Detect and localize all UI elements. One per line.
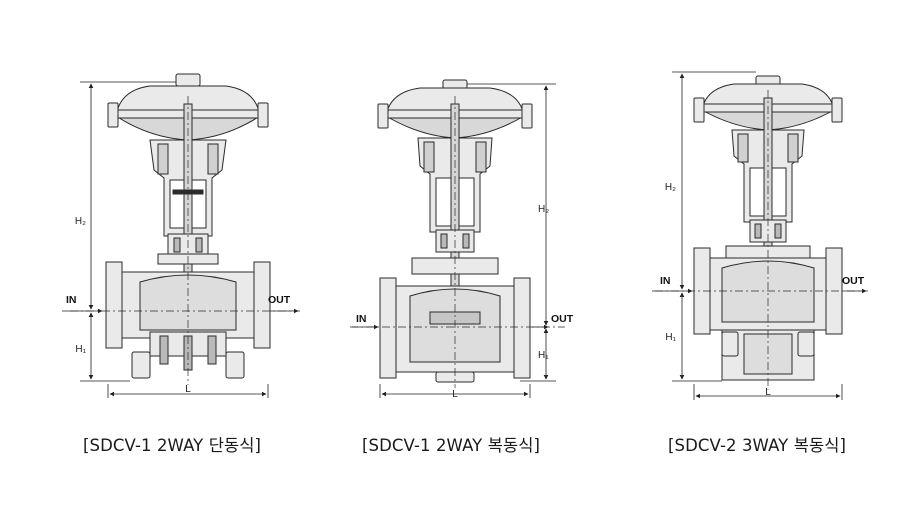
h2-label-2: H₂ [538, 204, 549, 215]
in-label-2: IN [356, 313, 367, 325]
out-label-1: OUT [268, 294, 291, 306]
h2-label-1: H₂ [75, 216, 86, 227]
out-label-3: OUT [842, 275, 865, 287]
in-label-3: IN [660, 275, 671, 287]
valve-drawing-sdcv1-double [350, 79, 565, 388]
h2-label-3: H₂ [665, 182, 676, 193]
dimension-lines-sdcv2-3way [652, 71, 867, 400]
l-label-2: L [452, 389, 458, 400]
h1-label-2: H₁ [538, 350, 549, 361]
l-label-1: L [185, 384, 191, 395]
caption-sdcv1-single: [SDCV-1 2WAY 단동식] [83, 436, 262, 455]
dimension-lines-sdcv1-double [352, 83, 556, 398]
out-label-2: OUT [551, 313, 574, 325]
caption-sdcv2-3way: [SDCV-2 3WAY 복동식] [668, 436, 847, 455]
in-label-1: IN [66, 294, 77, 306]
valve-drawing-sdcv2-3way [655, 75, 868, 390]
h1-label-1: H₁ [75, 344, 86, 355]
valve-drawing-sdcv1-single [70, 73, 300, 385]
h1-label-3: H₁ [665, 332, 676, 343]
caption-sdcv1-double: [SDCV-1 2WAY 복동식] [362, 436, 541, 455]
l-label-3: L [765, 387, 771, 398]
dimension-lines-sdcv1-single [62, 81, 299, 398]
